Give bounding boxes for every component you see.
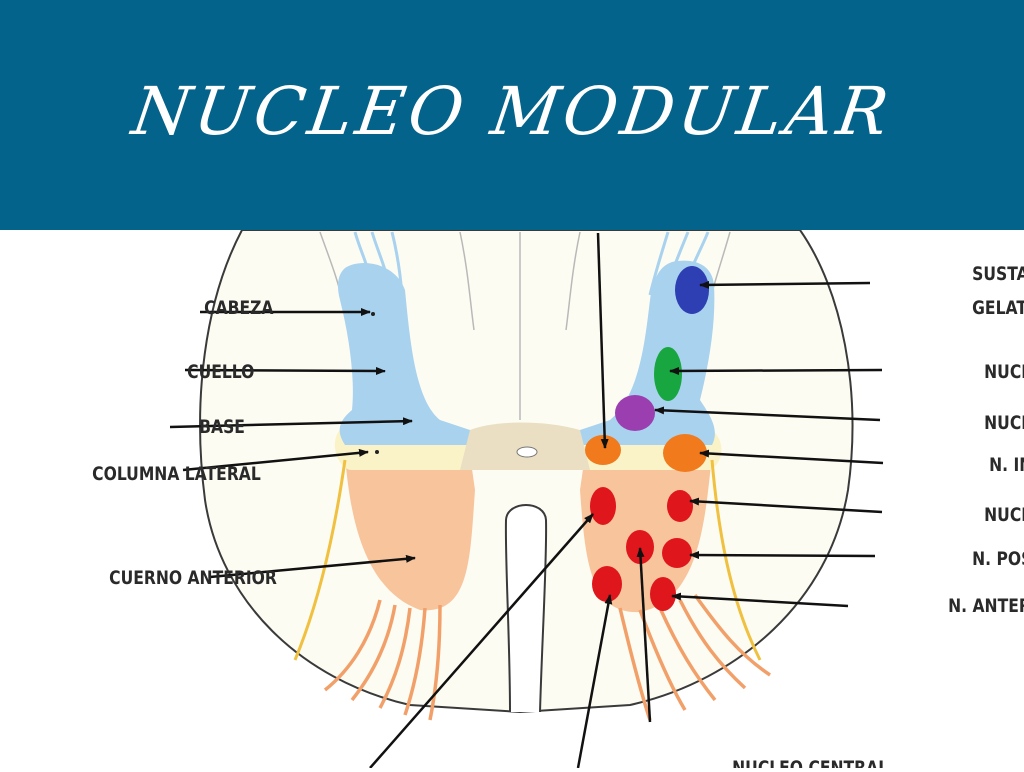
anterior-median-fissure — [504, 504, 548, 713]
sustancia-gelatinosa-nucleus — [675, 266, 709, 314]
red-nucleus-3 — [626, 530, 654, 564]
marker-dot-cabeza — [371, 312, 375, 316]
red-nucleus-4 — [662, 538, 692, 568]
pointer-arrows — [169, 232, 884, 769]
intermediolateral-nucleus — [663, 434, 707, 472]
title-banner: NUCLEO MODULAR — [0, 0, 1024, 230]
gray-commissure — [460, 422, 590, 470]
label-cabeza: CABEZA — [204, 298, 274, 320]
nucleo-dorsal-nucleus — [615, 395, 655, 431]
red-nucleus-1 — [590, 487, 616, 525]
label-sustancia: SUSTANCIA — [972, 264, 1024, 286]
label-n-posterolat: N. POSTEROLATE — [972, 549, 1024, 571]
label-nucleo-central: NUCLEO CENTRAL — [732, 758, 888, 768]
spinal-cord-svg: CABEZA CUELLO BASE COLUMNA LATERAL CUERN… — [92, 229, 1024, 772]
label-nucleo-rpl: NUCLEO R. P. L — [984, 505, 1024, 527]
red-nucleus-5 — [592, 566, 622, 602]
ventral-root-fibers — [323, 593, 771, 721]
label-gelatinosa: GELATINOSA — [972, 298, 1024, 320]
spinal-cord-diagram: CABEZA CUELLO BASE COLUMNA LATERAL CUERN… — [0, 229, 1024, 772]
orange-nucleus-medial — [585, 435, 621, 465]
nucleo-propio-nucleus — [654, 347, 682, 401]
red-nucleus-6 — [650, 577, 676, 611]
label-cuello: CUELLO — [187, 362, 254, 384]
label-cuerno-anterior: CUERNO ANTERIOR — [109, 568, 277, 590]
lateral-fibers — [293, 459, 762, 661]
ventral-horn-left — [345, 455, 475, 611]
label-columna-lateral: COLUMNA LATERAL — [92, 464, 261, 486]
label-nucleo-prop: NUCLEO PROP — [984, 362, 1024, 384]
label-n-intermedi: N. INTERMEDI — [989, 455, 1024, 477]
dorsal-columns-outline — [319, 231, 731, 420]
red-nucleus-2 — [667, 490, 693, 522]
label-n-anterolateral: N. ANTEROLATERAL — [948, 596, 1024, 618]
label-base: BASE — [199, 417, 245, 439]
slide-title: NUCLEO MODULAR — [127, 72, 897, 150]
marker-dot-columna — [375, 450, 379, 454]
central-canal — [516, 446, 538, 458]
label-nucleo-dors: NUCLEO DORS — [984, 413, 1024, 435]
